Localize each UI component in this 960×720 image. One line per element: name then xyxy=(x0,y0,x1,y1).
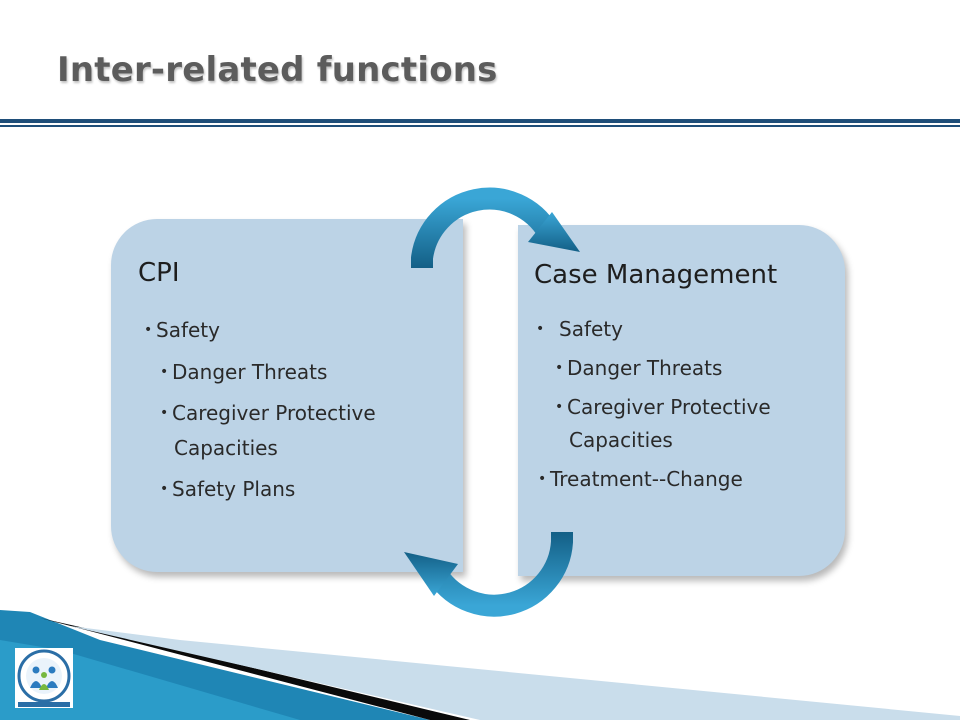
cpi-bullet-capacities: Capacities xyxy=(174,436,278,460)
cm-bullet-safety: •Safety xyxy=(536,317,623,341)
cpi-bullet-safety: •Safety xyxy=(144,318,220,342)
case-management-heading: Case Management xyxy=(534,260,778,290)
slide-title: Inter-related functions xyxy=(57,50,498,90)
title-rule-thin xyxy=(0,125,960,127)
cpi-bullet-danger-threats: •Danger Threats xyxy=(160,360,328,384)
cpi-panel xyxy=(111,219,463,572)
cpi-bullet-caregiver: •Caregiver Protective xyxy=(160,401,376,425)
cpi-bullet-safety-plans: •Safety Plans xyxy=(160,477,296,501)
dcf-seal-logo xyxy=(15,648,73,708)
cpi-heading: CPI xyxy=(138,258,180,288)
cm-bullet-treatment: •Treatment--Change xyxy=(538,467,743,491)
top-cycle-arrow-icon xyxy=(411,187,580,268)
cm-bullet-capacities: Capacities xyxy=(569,428,673,452)
case-management-panel xyxy=(518,225,845,576)
bottom-cycle-arrow-icon xyxy=(404,532,573,617)
cm-bullet-danger-threats: •Danger Threats xyxy=(555,356,723,380)
title-rule-thick xyxy=(0,119,960,123)
cm-bullet-caregiver: •Caregiver Protective xyxy=(555,395,771,419)
